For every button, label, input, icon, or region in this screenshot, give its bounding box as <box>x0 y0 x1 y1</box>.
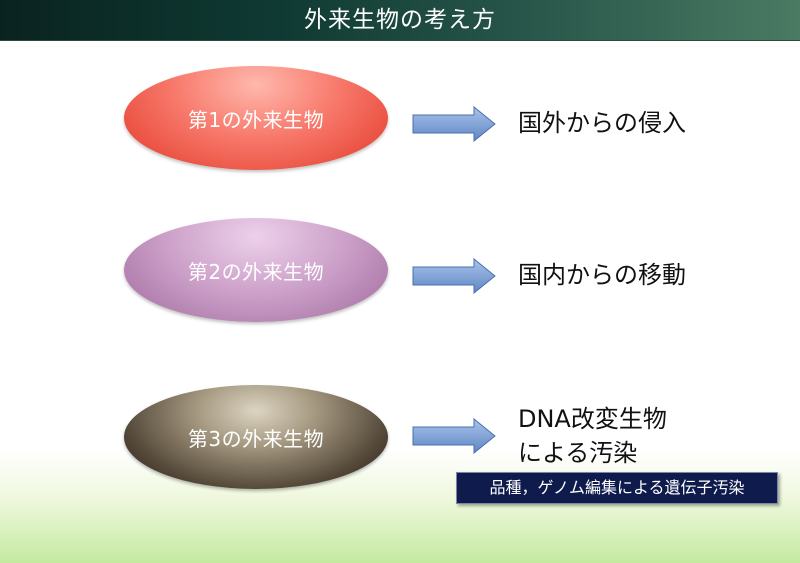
right-arrow-icon <box>412 418 496 454</box>
title-bar: 外来生物の考え方 <box>0 0 800 41</box>
note-text: 品種，ゲノム編集による遺伝子汚染 <box>489 478 745 497</box>
note-box: 品種，ゲノム編集による遺伝子汚染 <box>456 472 778 504</box>
oval-label: 第2の外来生物 <box>187 259 325 284</box>
oval-label: 第3の外来生物 <box>187 426 325 451</box>
oval-foreign-species-1: 第1の外来生物 <box>124 66 388 170</box>
right-arrow-icon <box>412 258 496 294</box>
result-text-1: 国外からの侵入 <box>518 106 686 140</box>
result-text-3: DNA改変生物 による汚染 <box>518 402 667 470</box>
result-line: DNA改変生物 <box>518 405 667 433</box>
result-line: 国内からの移動 <box>518 261 686 289</box>
right-arrow-icon <box>412 106 496 142</box>
result-text-2: 国内からの移動 <box>518 258 686 292</box>
oval-label: 第1の外来生物 <box>187 107 325 132</box>
page-title: 外来生物の考え方 <box>304 7 496 33</box>
result-line: による汚染 <box>518 439 638 467</box>
result-line: 国外からの侵入 <box>518 109 686 137</box>
oval-foreign-species-3: 第3の外来生物 <box>124 385 388 489</box>
oval-foreign-species-2: 第2の外来生物 <box>124 218 388 322</box>
